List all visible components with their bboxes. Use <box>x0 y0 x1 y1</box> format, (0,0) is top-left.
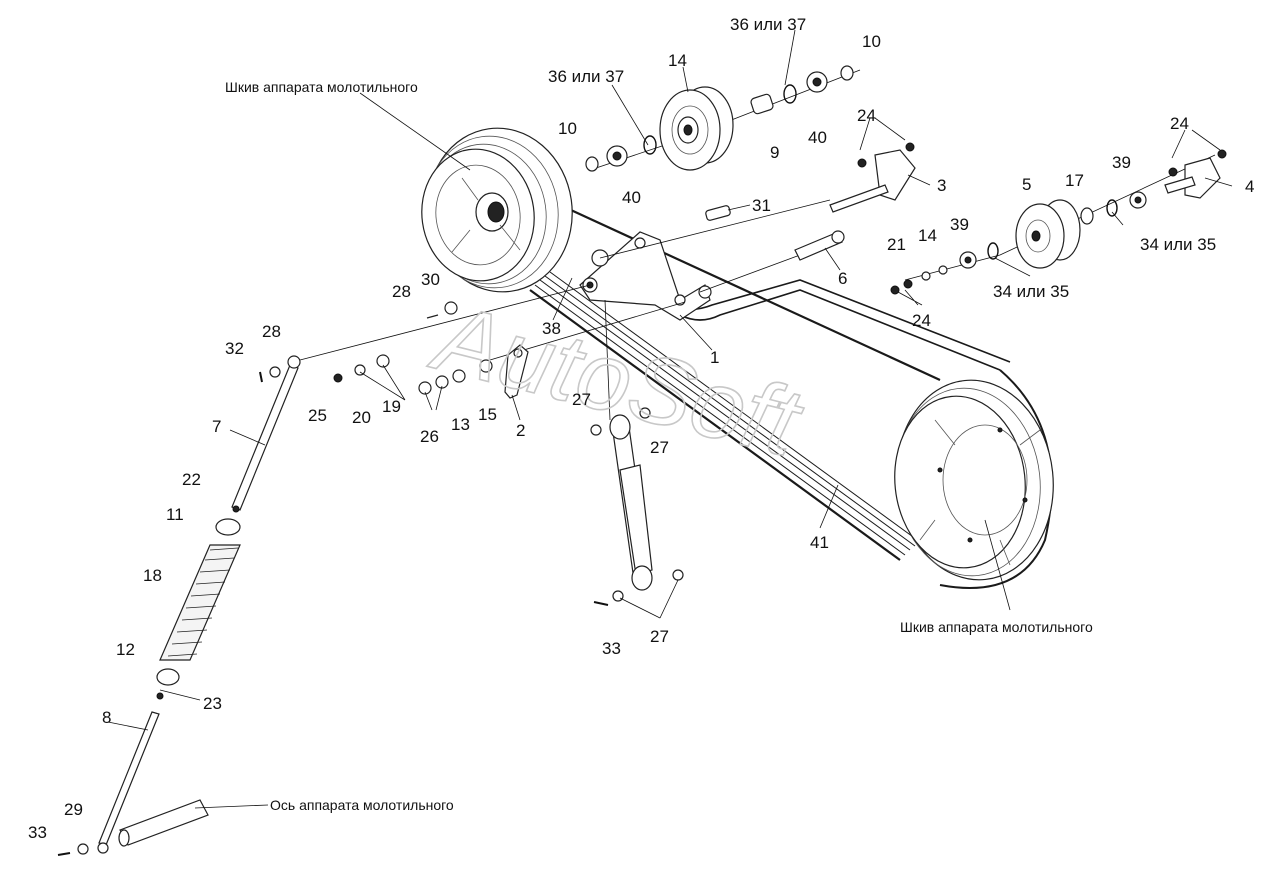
retaining-ring-34-right <box>1106 199 1118 217</box>
callout-4: 4 <box>1245 177 1254 196</box>
pin-33-bottom <box>57 852 71 856</box>
callout-labels: 36 или 37 10 14 36 или 37 10 9 40 40 24 … <box>28 15 1254 842</box>
callout-2: 2 <box>516 421 525 440</box>
callout-36-37-top-left: 36 или 37 <box>548 67 624 86</box>
pulley-threshing-bottom <box>894 379 1054 581</box>
callout-31: 31 <box>752 196 771 215</box>
callout-17: 17 <box>1065 171 1084 190</box>
callout-28-left: 28 <box>262 322 281 341</box>
callout-39-left: 39 <box>950 215 969 234</box>
spring-cup-11 <box>215 518 241 536</box>
callout-24-mid: 24 <box>912 311 931 330</box>
callout-14-top: 14 <box>668 51 687 70</box>
washers-21-14-24 <box>890 265 948 295</box>
callout-22: 22 <box>182 470 201 489</box>
spacer-sleeve-9 <box>750 93 774 115</box>
callout-10-top-right: 10 <box>862 32 881 51</box>
nut-22 <box>232 505 240 513</box>
caption-pulley-bottom: Шкив аппарата молотильного <box>900 619 1093 635</box>
callout-27-upper-right: 27 <box>650 438 669 457</box>
callout-19: 19 <box>382 397 401 416</box>
callout-6: 6 <box>838 269 847 288</box>
callout-27-upper-left: 27 <box>572 390 591 409</box>
lever-2 <box>504 344 529 399</box>
spring-cup-12 <box>156 668 180 686</box>
washers-26-13-15 <box>418 359 493 395</box>
bearing-40-top-right <box>806 71 828 93</box>
washer-28-left <box>269 366 281 378</box>
callout-24-top: 24 <box>857 106 876 125</box>
idler-pulley-right <box>1015 199 1081 269</box>
callout-28-mid: 28 <box>392 282 411 301</box>
washers-25-20-19 <box>333 354 390 383</box>
callout-leaders <box>107 29 1233 809</box>
callout-8: 8 <box>102 708 111 727</box>
callout-7: 7 <box>212 417 221 436</box>
callout-33-bottom: 33 <box>28 823 47 842</box>
callout-41: 41 <box>810 533 829 552</box>
callout-24-right: 24 <box>1170 114 1189 133</box>
callout-3: 3 <box>937 176 946 195</box>
callout-34-35-left: 34 или 35 <box>993 282 1069 301</box>
callout-38: 38 <box>542 319 561 338</box>
bearing-39-right <box>1129 191 1147 209</box>
bearing-39-left <box>959 251 977 269</box>
bushing-10-top-left <box>585 156 599 172</box>
callout-39-right: 39 <box>1112 153 1131 172</box>
callout-36-37-top-right: 36 или 37 <box>730 15 806 34</box>
axle-pin-31 <box>705 205 731 221</box>
washer-30 <box>444 301 458 315</box>
axle-pin-6 <box>794 230 845 261</box>
callout-40-top-right: 40 <box>808 128 827 147</box>
pin-32 <box>259 371 263 383</box>
callout-9: 9 <box>770 143 779 162</box>
callout-30: 30 <box>421 270 440 289</box>
tension-rod-7 <box>231 355 301 511</box>
thresher-axle <box>118 799 209 847</box>
pulley-threshing-top <box>421 127 573 293</box>
caption-axle: Ось аппарата молотильного <box>270 797 454 813</box>
callout-21: 21 <box>887 235 906 254</box>
callout-11: 11 <box>166 505 184 524</box>
callout-10-top-left: 10 <box>558 119 577 138</box>
spring-18 <box>159 544 241 661</box>
retaining-ring-top-left <box>643 135 657 155</box>
hydraulic-cylinder <box>590 407 684 602</box>
callout-18: 18 <box>143 566 162 585</box>
callout-25: 25 <box>308 406 327 425</box>
pin-33-cylinder <box>593 601 609 606</box>
callout-15: 15 <box>478 405 497 424</box>
nut-23 <box>156 692 164 700</box>
tensioner-arm <box>579 231 712 321</box>
tension-rod-8 <box>97 711 160 854</box>
bracket-3 <box>829 142 916 213</box>
callout-33-cylinder: 33 <box>602 639 621 658</box>
bracket-4 <box>1164 149 1227 199</box>
callout-29: 29 <box>64 800 83 819</box>
callout-1: 1 <box>710 348 719 367</box>
callout-20: 20 <box>352 408 371 427</box>
spacer-17 <box>1080 207 1094 225</box>
callout-26: 26 <box>420 427 439 446</box>
callout-34-35-right: 34 или 35 <box>1140 235 1216 254</box>
callout-32: 32 <box>225 339 244 358</box>
bushing-10-top-right <box>840 65 854 81</box>
callout-23: 23 <box>203 694 222 713</box>
caption-pulley-top: Шкив аппарата молотильного <box>225 79 418 95</box>
retaining-ring-34-left <box>987 242 999 260</box>
retaining-ring-top-right <box>783 84 797 104</box>
callout-13: 13 <box>451 415 470 434</box>
callout-14-right: 14 <box>918 226 937 245</box>
washer-29 <box>77 843 89 855</box>
callout-5: 5 <box>1022 175 1031 194</box>
callout-12: 12 <box>116 640 135 659</box>
idler-pulley-top <box>659 86 734 171</box>
bearing-40-top-left <box>606 145 628 167</box>
pin-28 <box>426 314 439 319</box>
callout-40-top-left: 40 <box>622 188 641 207</box>
callout-27-lower: 27 <box>650 627 669 646</box>
